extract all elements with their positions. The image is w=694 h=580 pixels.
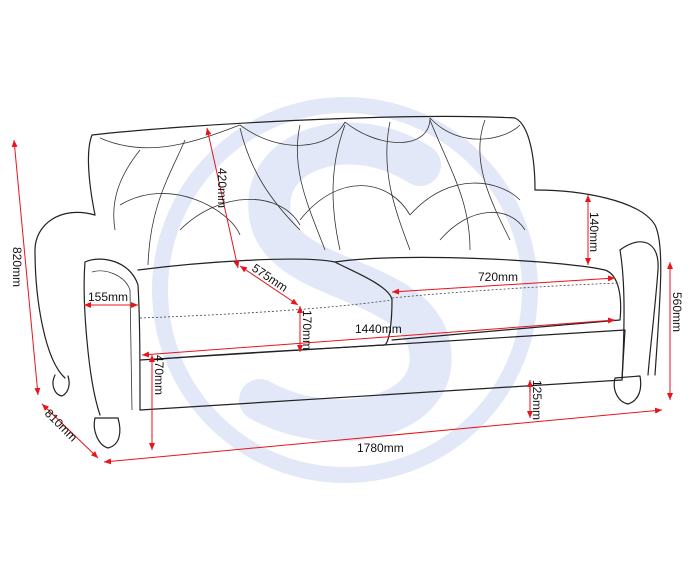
dim-line-overall-depth bbox=[41, 403, 99, 459]
label-arm-above-seat: 140mm bbox=[587, 212, 601, 252]
label-leg-height: 125mm bbox=[530, 380, 544, 420]
label-overall-width: 1780mm bbox=[357, 441, 404, 455]
label-overall-depth: 810mm bbox=[42, 406, 80, 444]
dim-line-cushion-width bbox=[391, 275, 616, 295]
label-overall-height: 820mm bbox=[10, 247, 24, 287]
dimension-lines bbox=[11, 127, 673, 465]
dim-line-back-height bbox=[205, 127, 240, 269]
dim-line-seat-width bbox=[141, 317, 616, 358]
dim-line-seat-depth bbox=[239, 265, 299, 306]
dim-line-overall-width bbox=[103, 407, 663, 465]
label-arm-height: 560mm bbox=[670, 292, 684, 332]
label-seat-height: 470mm bbox=[152, 355, 166, 395]
label-back-height: 420mm bbox=[215, 168, 229, 208]
watermark-logo bbox=[152, 97, 538, 483]
dim-line-overall-height bbox=[11, 139, 41, 396]
label-seat-width: 1440mm bbox=[355, 322, 402, 336]
label-cushion-width: 720mm bbox=[478, 270, 518, 284]
label-cushion-thickness: 170mm bbox=[300, 310, 314, 350]
label-arm-width: 155mm bbox=[88, 290, 128, 304]
